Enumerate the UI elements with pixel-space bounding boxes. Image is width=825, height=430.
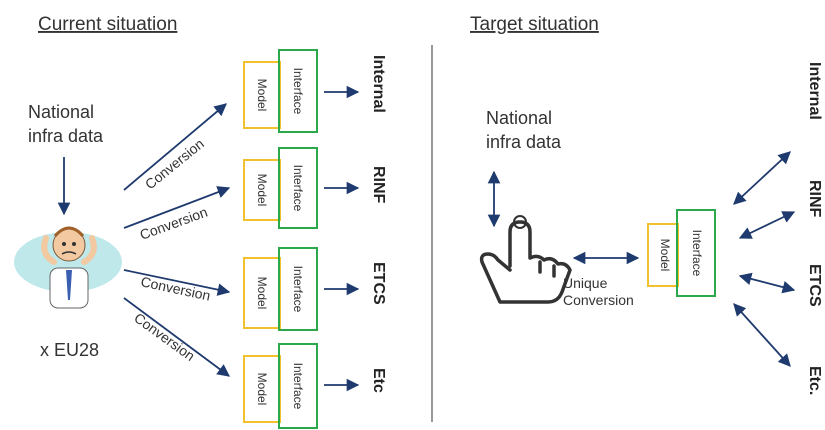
conversion-arrow-etc [123, 297, 231, 377]
model-label-4: Model [255, 373, 269, 406]
target-target-internal: Internal [806, 62, 823, 120]
target-arrow-etc [733, 303, 791, 367]
interface-label-4: Interface [291, 363, 305, 410]
interface-label-3: Interface [291, 266, 305, 313]
target-target-etc: Etc. [806, 366, 823, 395]
target-target-etcs: ETCS [806, 264, 823, 307]
conversion-arrow-internal [123, 103, 227, 191]
unique-conversion-line2: Conversion [563, 292, 634, 308]
target-interface-label: Interface [690, 230, 704, 277]
current-target-etcs: ETCS [370, 262, 387, 305]
model-interface-internal: Model Interface [243, 49, 318, 133]
unique-conversion-line1: Unique [563, 275, 608, 291]
target-arrow-internal [733, 151, 791, 205]
current-target-rinf: RINF [370, 166, 387, 204]
target-model-label: Model [658, 239, 672, 272]
multiplier-label: x EU28 [40, 340, 99, 360]
target-arrow-etcs [738, 272, 796, 294]
current-target-internal: Internal [370, 55, 387, 113]
conversion-label-1: Conversion [142, 135, 207, 192]
target-situation-title: Target situation [470, 14, 599, 35]
model-label-1: Model [255, 79, 269, 112]
conversion-arrow-etcs [123, 269, 231, 296]
model-label-3: Model [255, 277, 269, 310]
current-source-line2: infra data [28, 126, 104, 146]
target-source-line1: National [486, 108, 552, 128]
target-model-interface: Model Interface [647, 209, 716, 297]
target-source-line2: infra data [486, 132, 562, 152]
conversion-arrow-rinf [123, 186, 231, 229]
model-interface-rinf: Model Interface [243, 147, 318, 229]
conversion-label-3: Conversion [139, 273, 212, 303]
current-situation-title: Current situation [38, 14, 177, 35]
current-source-line1: National [28, 102, 94, 122]
conversion-label-4: Conversion [131, 309, 198, 364]
model-interface-etc: Model Interface [243, 343, 318, 429]
target-target-rinf: RINF [806, 180, 823, 218]
model-interface-etcs: Model Interface [243, 247, 318, 331]
interface-label-2: Interface [291, 165, 305, 212]
current-target-etc: Etc [370, 368, 387, 393]
confused-person-icon [14, 226, 122, 309]
model-label-2: Model [255, 174, 269, 207]
pointing-hand-icon [479, 215, 572, 304]
target-arrow-rinf [738, 211, 796, 239]
interface-label-1: Interface [291, 68, 305, 115]
